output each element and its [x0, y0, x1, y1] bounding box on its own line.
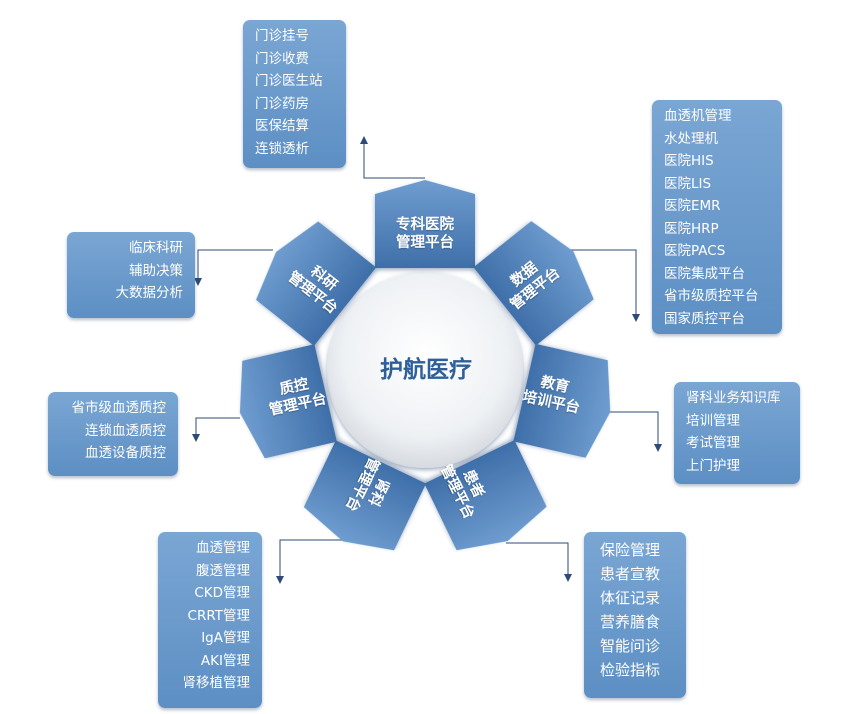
panel-patient: 保险管理 患者宣教 体征记录 营养膳食 智能问诊 检验指标	[584, 532, 686, 698]
panel-item: 医保结算	[255, 118, 309, 134]
panel-item: 腹透管理	[196, 562, 250, 579]
panel-item: 大数据分析	[115, 285, 184, 301]
connector-research	[197, 249, 273, 282]
connector-patient	[506, 542, 569, 578]
panel-item: 连锁透析	[255, 140, 309, 157]
panel-edu: 肾科业务知识库 培训管理 考试管理 上门护理	[674, 382, 800, 484]
panel-item: 门诊药房	[255, 95, 309, 112]
platform-label-line1: 专科医院	[396, 217, 454, 233]
arrow-data	[473, 221, 594, 346]
arrows	[239, 180, 611, 551]
panel-item: 营养膳食	[600, 613, 661, 631]
platform-label-line2: 管理平台	[396, 235, 454, 251]
panel-item: 血透管理	[196, 540, 250, 556]
panel-item: CRRT管理	[187, 607, 250, 624]
arrow-research	[256, 221, 377, 346]
panel-kidney: 血透管理 腹透管理 CKD管理 CRRT管理 IgA管理 AKI管理 肾移植管理	[158, 532, 262, 708]
panel-item: 保险管理	[600, 541, 661, 559]
panel-item: 水处理机	[664, 130, 718, 147]
panel-item: 省市级质控平台	[664, 288, 759, 304]
panel-item: 门诊挂号	[255, 28, 309, 44]
platform-label-top: 专科医院 管理平台	[375, 216, 475, 252]
panel-qc: 省市级血透质控 连锁血透质控 血透设备质控	[48, 392, 178, 476]
panel-item: 检验指标	[600, 661, 661, 679]
panel-item: 省市级血透质控	[71, 400, 167, 416]
panel-item: 医院集成平台	[664, 265, 745, 282]
panel-item: IgA管理	[201, 630, 250, 646]
panel-item: 国家质控平台	[664, 310, 745, 327]
panel-item: AKI管理	[200, 652, 250, 669]
panel-item: 考试管理	[686, 435, 740, 451]
panel-item: 患者宣教	[600, 565, 661, 583]
connector-kidney	[279, 539, 345, 580]
panel-item: 医院PACS	[664, 243, 726, 259]
panel-top: 门诊挂号 门诊收费 门诊医生站 门诊药房 医保结算 连锁透析	[243, 20, 346, 168]
panel-item: 肾移植管理	[182, 675, 251, 691]
panel-item: CKD管理	[194, 585, 250, 601]
panel-item: 医院EMR	[664, 198, 721, 214]
connector-data	[566, 249, 637, 318]
panel-item: 连锁血透质控	[85, 422, 166, 439]
panel-research: 临床科研 辅助决策 大数据分析	[67, 232, 195, 318]
connectors	[195, 140, 659, 580]
arrow-patient	[424, 440, 547, 551]
panel-item: 辅助决策	[129, 262, 183, 279]
panel-item: 医院LIS	[664, 175, 712, 192]
center-title: 护航医疗	[380, 357, 472, 383]
panel-data: 血透机管理 水处理机 医院HIS 医院LIS 医院EMR 医院HRP 医院PAC…	[652, 100, 782, 334]
hub-circle	[327, 272, 523, 468]
connector-edu	[604, 411, 659, 448]
arrow-kidney	[303, 440, 427, 551]
connector-markers	[192, 136, 662, 584]
panel-item: 医院HIS	[664, 153, 714, 169]
panel-item: 肾科业务知识库	[686, 390, 781, 406]
connector-top	[363, 140, 425, 179]
panel-item: 血透机管理	[664, 108, 732, 124]
panel-item: 医院HRP	[664, 220, 719, 237]
panel-item: 上门护理	[686, 457, 740, 474]
panel-item: 门诊收费	[255, 50, 309, 67]
arrow-edu	[513, 343, 611, 458]
panel-item: 临床科研	[129, 240, 183, 256]
arrow-qc	[239, 344, 337, 459]
connector-qc	[195, 417, 240, 438]
panel-item: 智能问诊	[600, 637, 661, 655]
panel-item: 门诊医生站	[255, 73, 323, 89]
panel-item: 培训管理	[686, 412, 740, 429]
panel-item: 体征记录	[600, 589, 661, 607]
panel-item: 血透设备质控	[85, 445, 166, 461]
arrow-top	[375, 180, 475, 268]
